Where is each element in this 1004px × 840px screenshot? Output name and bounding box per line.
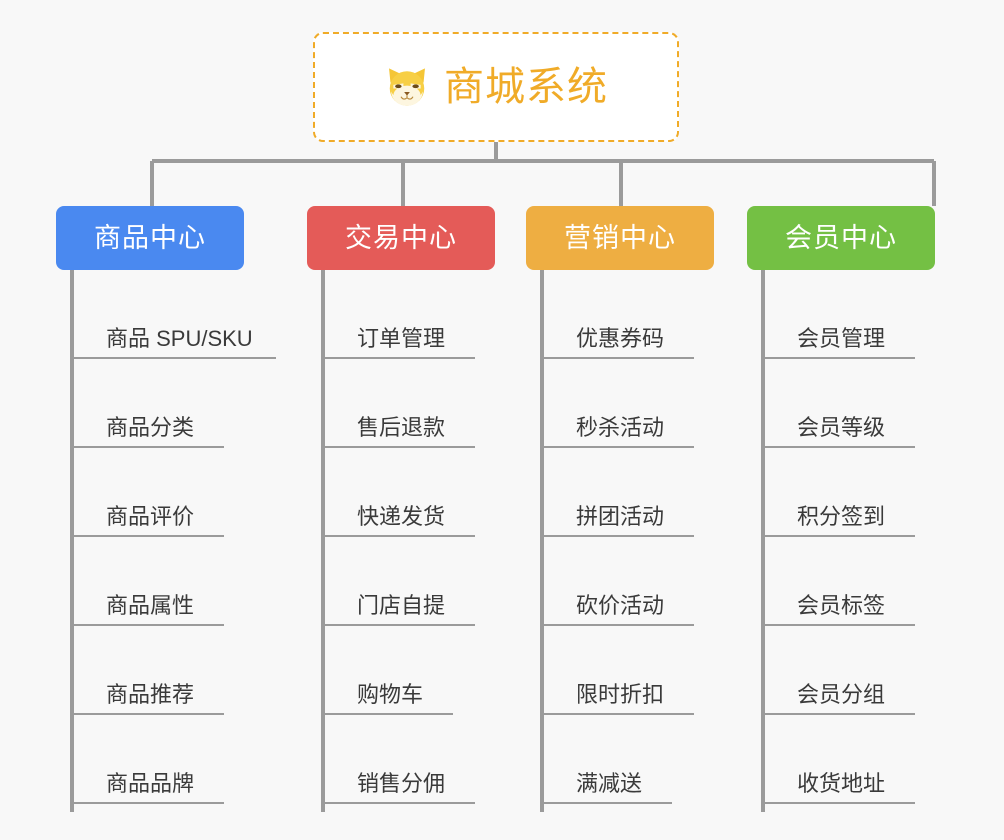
- leaf-label: 砍价活动: [576, 593, 665, 618]
- leaf-underline: [542, 446, 694, 448]
- leaf-label: 收货地址: [797, 771, 886, 796]
- leaf-item[interactable]: 商品分类: [72, 359, 253, 448]
- leaf-item[interactable]: 商品推荐: [72, 626, 253, 715]
- leaf-item[interactable]: 积分签到: [763, 448, 915, 537]
- leaf-item[interactable]: 订单管理: [323, 270, 475, 359]
- leaf-label: 商品属性: [106, 593, 195, 618]
- category-box-2[interactable]: 交易中心: [307, 206, 495, 270]
- leaf-underline: [763, 802, 915, 804]
- leaf-label: 快递发货: [357, 504, 446, 529]
- leaf-underline: [72, 713, 224, 715]
- leaf-underline: [323, 624, 475, 626]
- leaf-item[interactable]: 商品评价: [72, 448, 253, 537]
- leaf-label: 优惠券码: [576, 326, 665, 351]
- leaf-item[interactable]: 拼团活动: [542, 448, 694, 537]
- leaf-item[interactable]: 商品 SPU/SKU: [72, 270, 276, 359]
- leaf-underline: [72, 357, 276, 359]
- leaf-underline: [542, 357, 694, 359]
- leaf-label: 商品 SPU/SKU: [106, 326, 253, 351]
- leaf-item[interactable]: 销售分佣: [323, 715, 475, 804]
- leaf-label: 商品分类: [106, 415, 195, 440]
- leaf-item[interactable]: 商品品牌: [72, 715, 253, 804]
- leaf-underline: [72, 535, 224, 537]
- root-node[interactable]: 商城系统: [313, 32, 679, 142]
- leaf-underline: [323, 713, 453, 715]
- category-box-3[interactable]: 营销中心: [526, 206, 714, 270]
- leaf-underline: [323, 357, 475, 359]
- leaf-item[interactable]: 售后退款: [323, 359, 475, 448]
- leaf-underline: [323, 535, 475, 537]
- leaf-underline: [763, 446, 915, 448]
- leaf-underline: [542, 802, 672, 804]
- leaf-label: 积分签到: [797, 504, 886, 529]
- category-label-2: 交易中心: [345, 222, 457, 253]
- leaf-label: 购物车: [357, 682, 424, 707]
- leaf-label: 满减送: [576, 771, 643, 796]
- leaf-label: 会员标签: [797, 593, 886, 618]
- leaf-underline: [323, 446, 475, 448]
- leaf-item[interactable]: 商品属性: [72, 537, 253, 626]
- leaf-label: 售后退款: [357, 415, 446, 440]
- leaf-label: 商品品牌: [106, 771, 195, 796]
- leaf-label: 限时折扣: [576, 682, 665, 707]
- leaf-underline: [72, 802, 224, 804]
- category-label-3: 营销中心: [564, 222, 676, 253]
- leaf-label: 会员分组: [797, 682, 886, 707]
- leaf-item[interactable]: 会员分组: [763, 626, 915, 715]
- leaf-item[interactable]: 满减送: [542, 715, 672, 804]
- leaf-label: 会员等级: [797, 415, 886, 440]
- leaf-item[interactable]: 优惠券码: [542, 270, 694, 359]
- leaf-underline: [763, 713, 915, 715]
- leaf-underline: [542, 624, 694, 626]
- leaf-list-4: 会员管理 会员等级 积分签到 会员标签 会员分组 收货地址: [763, 270, 915, 804]
- leaf-label: 拼团活动: [576, 504, 665, 529]
- leaf-item[interactable]: 快递发货: [323, 448, 475, 537]
- leaf-item[interactable]: 会员标签: [763, 537, 915, 626]
- category-label-4: 会员中心: [785, 222, 897, 253]
- leaf-underline: [323, 802, 475, 804]
- leaf-underline: [72, 446, 224, 448]
- leaf-list-1: 商品 SPU/SKU 商品分类 商品评价 商品属性 商品推荐 商品品牌: [72, 270, 276, 804]
- leaf-label: 门店自提: [357, 593, 446, 618]
- leaf-underline: [763, 357, 915, 359]
- leaf-underline: [763, 535, 915, 537]
- leaf-item[interactable]: 砍价活动: [542, 537, 694, 626]
- leaf-item[interactable]: 秒杀活动: [542, 359, 694, 448]
- leaf-item[interactable]: 门店自提: [323, 537, 475, 626]
- leaf-label: 秒杀活动: [576, 415, 665, 440]
- leaf-label: 商品推荐: [106, 682, 195, 707]
- leaf-label: 订单管理: [357, 326, 446, 351]
- root-title: 商城系统: [444, 65, 608, 109]
- leaf-list-2: 订单管理 售后退款 快递发货 门店自提 购物车 销售分佣: [323, 270, 475, 804]
- leaf-item[interactable]: 收货地址: [763, 715, 915, 804]
- category-box-4[interactable]: 会员中心: [747, 206, 935, 270]
- leaf-underline: [763, 624, 915, 626]
- leaf-underline: [542, 535, 694, 537]
- leaf-label: 销售分佣: [357, 771, 446, 796]
- leaf-underline: [542, 713, 694, 715]
- leaf-item[interactable]: 会员等级: [763, 359, 915, 448]
- leaf-list-3: 优惠券码 秒杀活动 拼团活动 砍价活动 限时折扣 满减送: [542, 270, 694, 804]
- category-label-1: 商品中心: [94, 222, 206, 253]
- leaf-label: 商品评价: [106, 504, 195, 529]
- leaf-item[interactable]: 购物车: [323, 626, 453, 715]
- leaf-item[interactable]: 会员管理: [763, 270, 915, 359]
- leaf-label: 会员管理: [797, 326, 886, 351]
- leaf-underline: [72, 624, 224, 626]
- category-box-1[interactable]: 商品中心: [56, 206, 244, 270]
- dog-face-icon: [389, 68, 425, 106]
- leaf-item[interactable]: 限时折扣: [542, 626, 694, 715]
